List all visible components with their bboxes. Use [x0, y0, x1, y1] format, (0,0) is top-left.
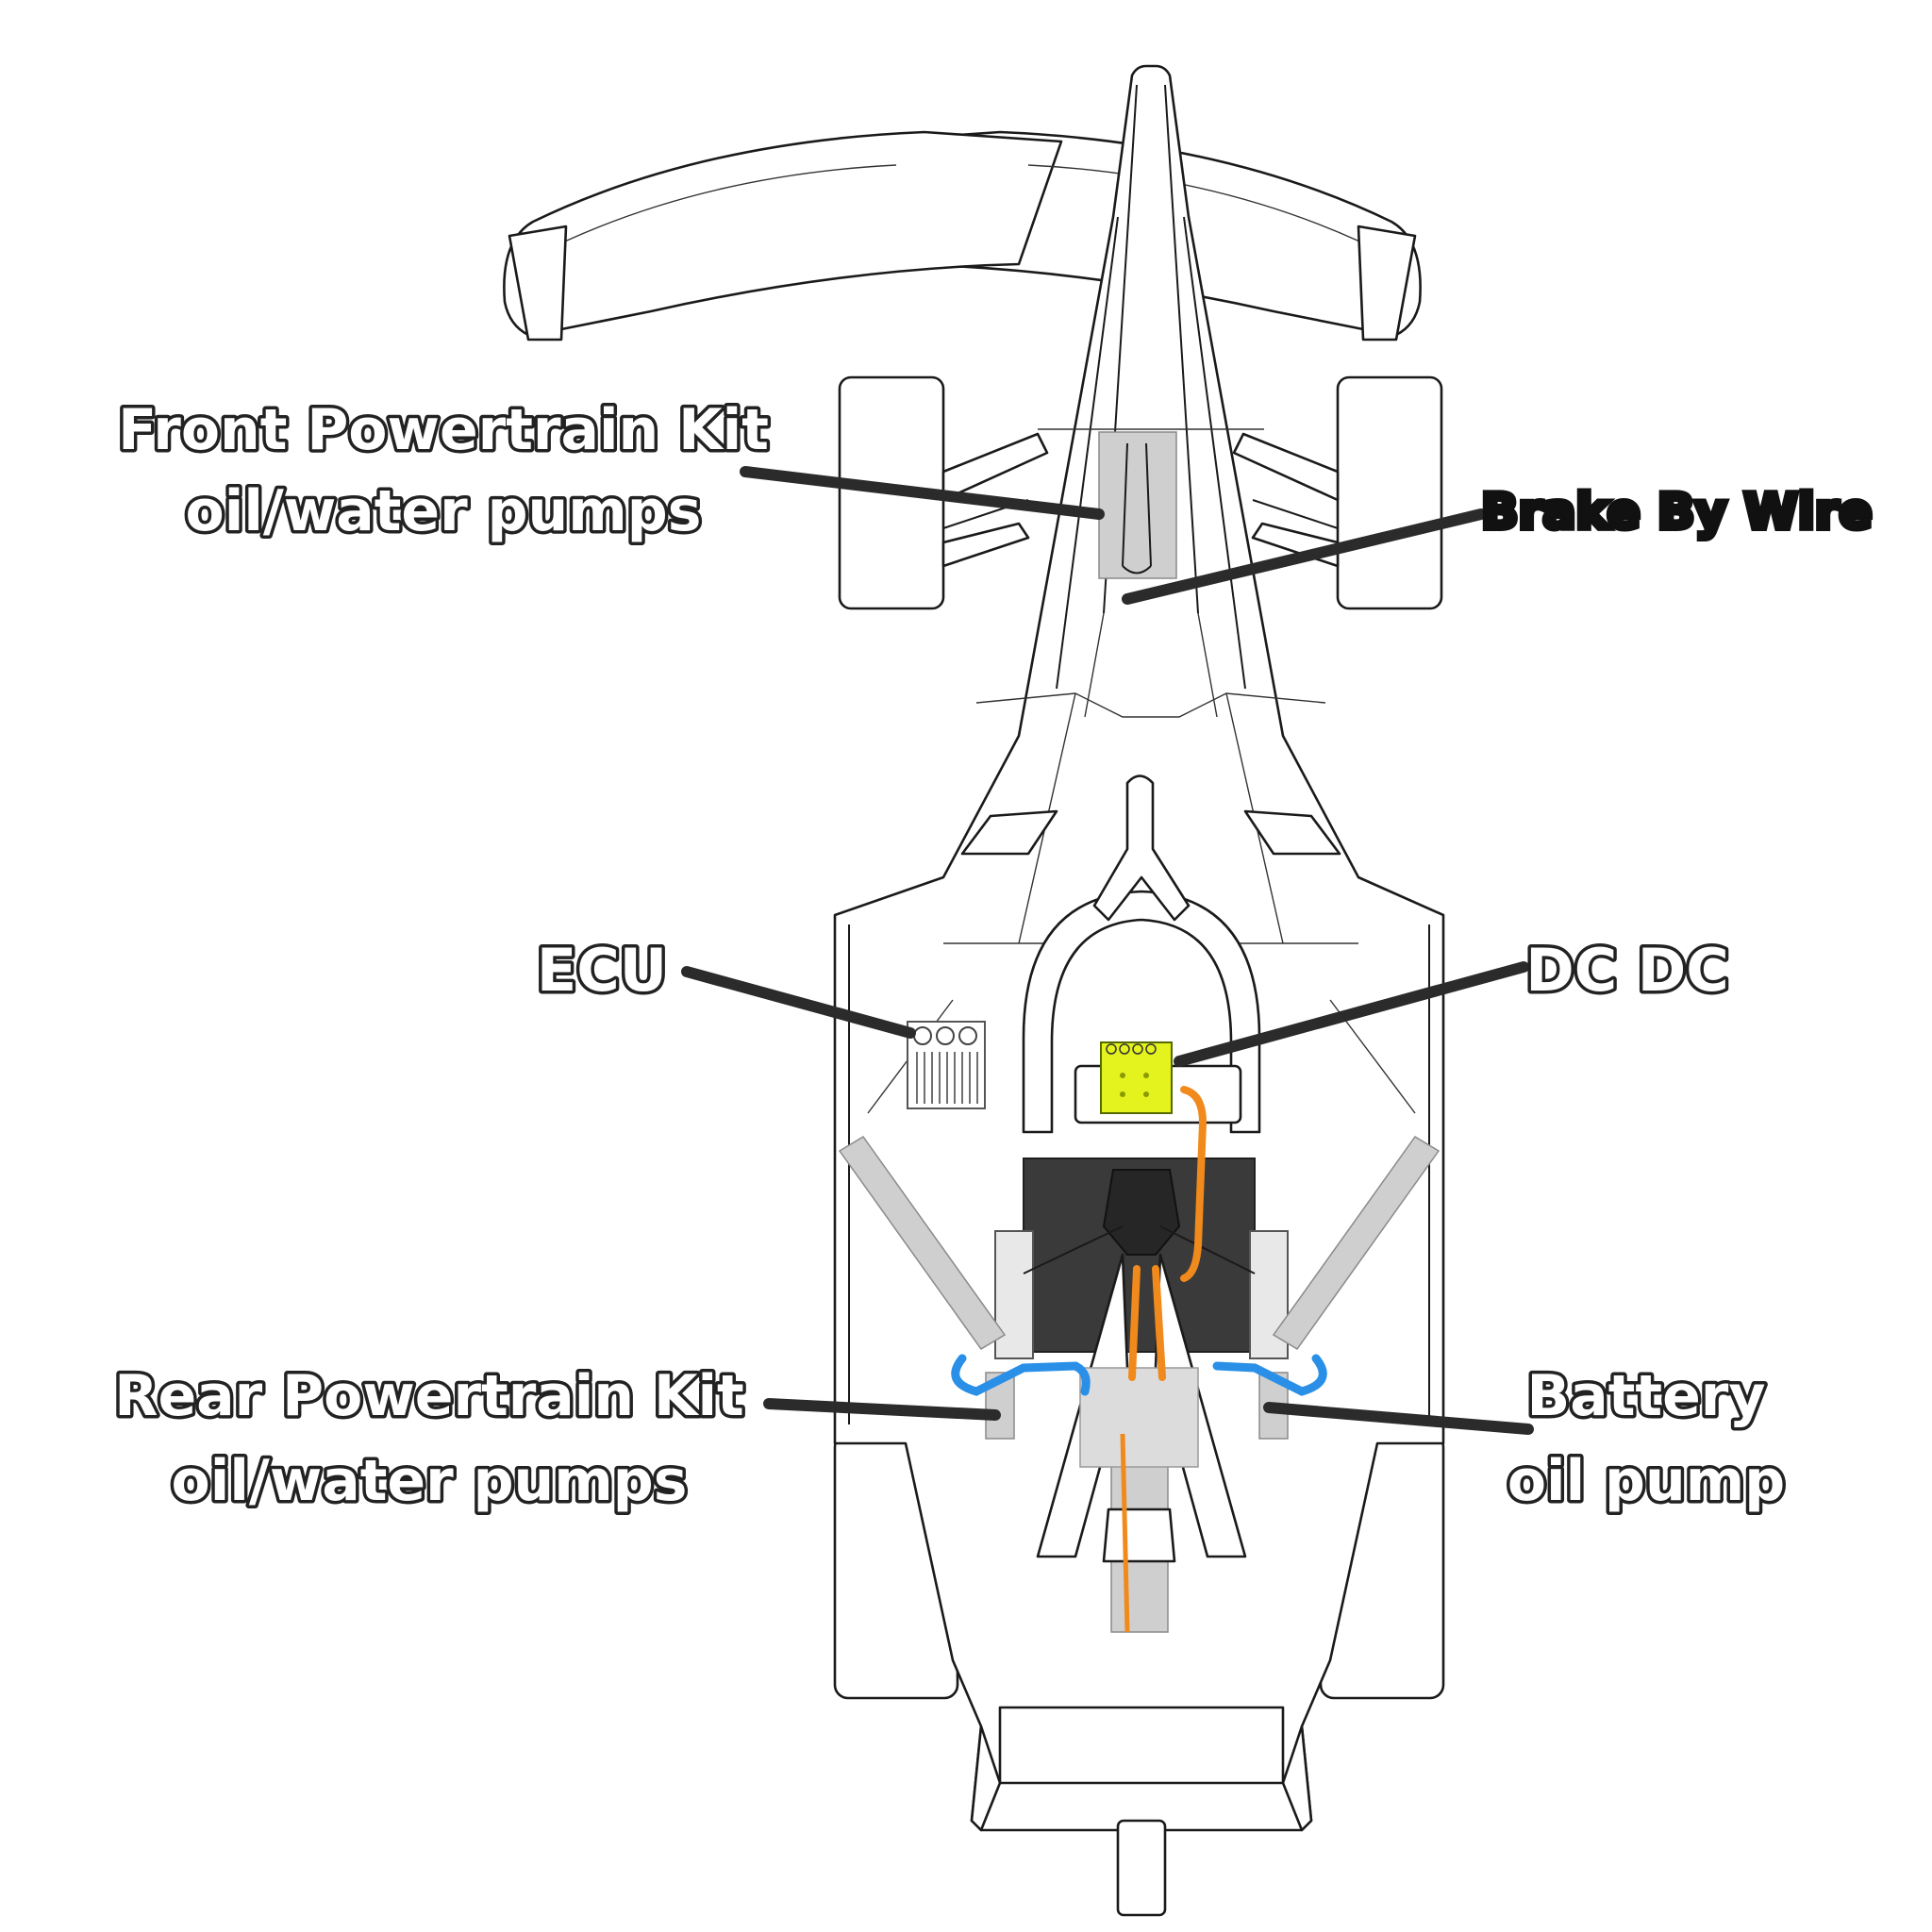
leader-rear-powertrain [763, 1398, 1001, 1421]
label-front-line2: oil/water pumps [186, 478, 702, 544]
label-rear-line1: Rear Powertrain Kit [114, 1363, 743, 1429]
label-dcdc: DC DC [1525, 936, 1729, 1005]
front-wing [503, 130, 1422, 341]
label-brake-by-wire: Brake By Wire [1481, 484, 1873, 541]
leader-front-powertrain [740, 466, 1105, 520]
coolant-pipes [951, 1086, 1327, 1633]
label-rear-line2: oil/water pumps [172, 1448, 688, 1514]
leader-ecu [681, 966, 916, 1039]
leader-dcdc [1174, 961, 1529, 1067]
front-suspension [941, 432, 1340, 568]
rear-structure [838, 1136, 1441, 1917]
label-ecu: ECU [537, 936, 667, 1005]
front-tyres [838, 375, 1443, 610]
label-battery-line2: oil pump [1507, 1448, 1785, 1514]
labels: Front Powertrain Kit oil/water pumps Bra… [111, 394, 1875, 1518]
label-battery-line1: Battery [1527, 1363, 1766, 1429]
label-front-line1: Front Powertrain Kit [118, 397, 769, 463]
ecu-unit [907, 1021, 986, 1109]
leader-battery [1263, 1402, 1534, 1435]
battery-pack [994, 1158, 1289, 1359]
dcdc-unit [1100, 1041, 1173, 1114]
front-powertrain-unit [1098, 431, 1177, 579]
leader-lines [681, 466, 1534, 1435]
leader-brake-by-wire [1122, 508, 1487, 605]
